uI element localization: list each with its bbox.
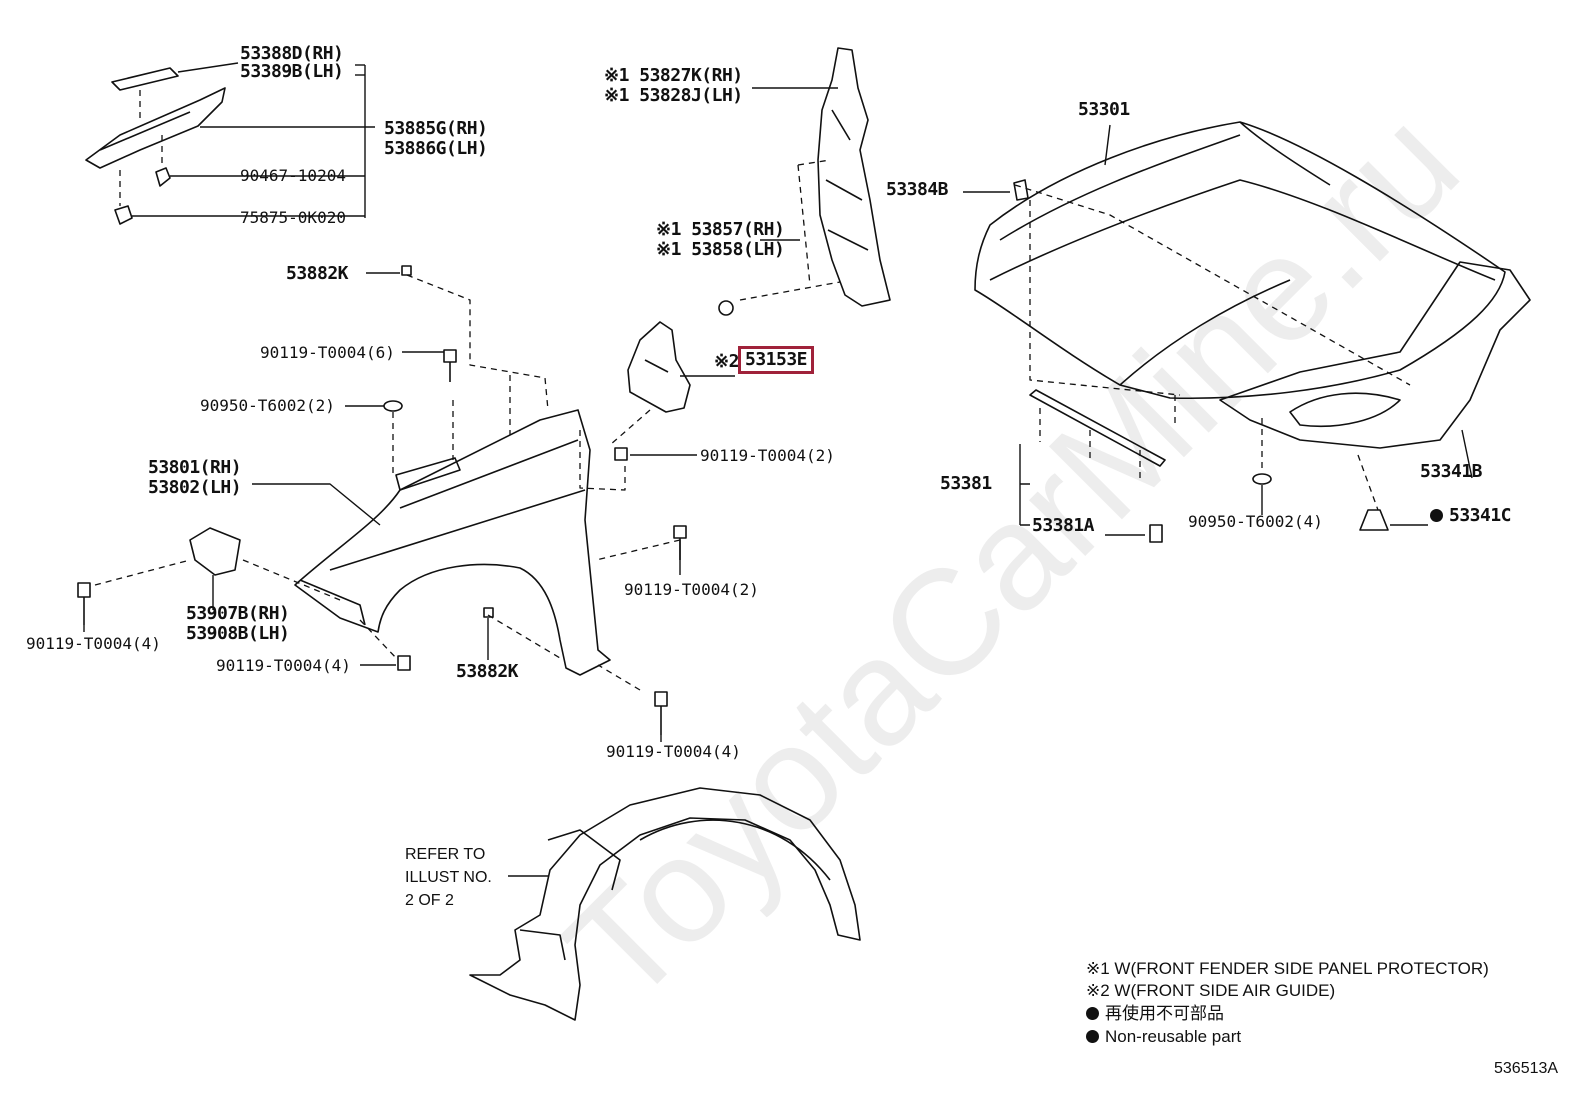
air-guide-part [627, 321, 691, 413]
bolt-90119-4b [397, 655, 411, 671]
label-53388d: 53388D(RH) [240, 43, 344, 64]
bolt-90119-2a [614, 447, 628, 461]
label-53341c-text: 53341C [1449, 505, 1512, 526]
clip-53882k-top [401, 265, 412, 276]
dashes-hood [1014, 184, 1411, 511]
clip-75875 [114, 205, 133, 225]
cowl-side-extension-part [85, 87, 226, 169]
stopper-53384b [1013, 179, 1029, 201]
clip-small-53857 [718, 300, 734, 316]
label-53802: 53802(LH) [148, 477, 242, 498]
label-90119-t0004-6: 90119-T0004(6) [260, 343, 395, 362]
note-3-text: 再使用不可部品 [1105, 1004, 1224, 1023]
label-90119-t0004-4c: 90119-T0004(4) [606, 742, 741, 761]
refer-line-2: ILLUST NO. [405, 869, 492, 886]
note-1: ※1 W(FRONT FENDER SIDE PANEL PROTECTOR) [1086, 959, 1489, 978]
label-90119-t0004-2a: 90119-T0004(2) [700, 446, 835, 465]
front-fender-part [294, 409, 611, 676]
fender-liner-part [469, 787, 861, 1021]
bolt-90119-4a [77, 582, 91, 625]
plug-90950-2 [383, 400, 403, 412]
clip-53882k-bottom [483, 607, 494, 618]
label-53885g: 53885G(RH) [384, 118, 488, 139]
label-53381a: 53381A [1032, 515, 1095, 536]
label-53384b: 53384B [886, 179, 949, 200]
bolt-90119-6 [443, 349, 457, 382]
label-53886g: 53886G(LH) [384, 138, 488, 159]
plug-90950-4 [1252, 473, 1272, 485]
label-53857: ※1 53857(RH) [656, 219, 785, 240]
clip-90467 [155, 167, 171, 187]
note-2: ※2 W(FRONT SIDE AIR GUIDE) [1086, 981, 1336, 1000]
label-75875-0k020: 75875-0K020 [240, 208, 346, 227]
label-53858: ※1 53858(LH) [656, 239, 785, 260]
note-4-text: Non-reusable part [1105, 1027, 1242, 1046]
label-53907b: 53907B(RH) [186, 603, 290, 624]
clip-53341c [1359, 509, 1389, 531]
label-53882k-bottom: 53882K [456, 661, 519, 682]
label-53301: 53301 [1078, 99, 1130, 120]
note-4: Non-reusable part [1086, 1026, 1241, 1047]
diagram-code: 536513A [1494, 1060, 1559, 1077]
refer-line-1: REFER TO [405, 846, 486, 863]
label-53389b: 53389B(LH) [240, 61, 344, 82]
non-reusable-dot-icon [1086, 1007, 1099, 1020]
label-53801: 53801(RH) [148, 457, 242, 478]
non-reusable-dot-icon [1086, 1030, 1099, 1043]
note-3: 再使用不可部品 [1086, 1003, 1224, 1024]
seal-53857 [739, 159, 841, 301]
clip-53381a [1149, 524, 1163, 543]
refer-line-3: 2 OF 2 [405, 892, 454, 909]
label-53153e-prefix: ※2 [714, 351, 739, 372]
label-53341c: 53341C [1430, 505, 1512, 526]
hood-seal-53381 [1029, 389, 1166, 467]
label-53153e[interactable]: 53153E [738, 346, 815, 374]
bolt-90119-4c [654, 691, 668, 735]
label-90119-t0004-4b: 90119-T0004(4) [216, 656, 351, 675]
label-53381: 53381 [940, 473, 992, 494]
hood-part [974, 121, 1506, 400]
label-53827k: ※1 53827K(RH) [604, 65, 743, 86]
label-90950-t6002-2: 90950-T6002(2) [200, 396, 335, 415]
side-panel-protector-part [817, 47, 891, 307]
label-53828j: ※1 53828J(LH) [604, 85, 743, 106]
dashes-top-left [119, 90, 163, 206]
label-90119-t0004-4a: 90119-T0004(4) [26, 634, 161, 653]
label-53341b: 53341B [1420, 461, 1483, 482]
non-reusable-dot-icon [1430, 509, 1443, 522]
label-90467-10204: 90467-10204 [240, 166, 346, 185]
dashes-fender [94, 274, 681, 691]
hood-insulator-part [1219, 261, 1531, 449]
cowl-seal-part [111, 67, 179, 91]
bracket-53907b [189, 527, 241, 576]
label-53882k-top: 53882K [286, 263, 349, 284]
label-90950-t6002-4: 90950-T6002(4) [1188, 512, 1323, 531]
bracket-lines-top-left [132, 62, 375, 218]
label-53908b: 53908B(LH) [186, 623, 290, 644]
label-90119-t0004-2b: 90119-T0004(2) [624, 580, 759, 599]
